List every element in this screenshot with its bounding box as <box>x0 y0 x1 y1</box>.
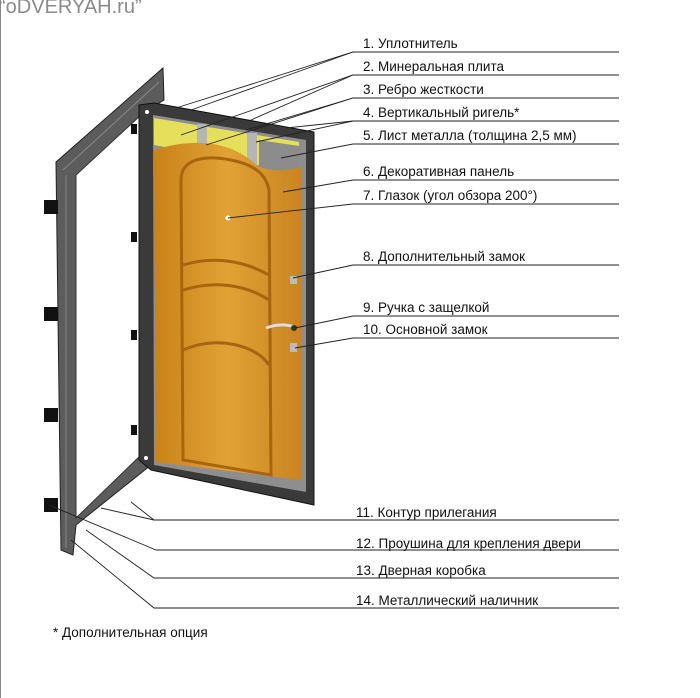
label-peephole: 7. Глазок (угол обзора 200°) <box>363 188 538 203</box>
label-stiffener: 3. Ребро жесткости <box>363 82 484 97</box>
leader-lines <box>48 51 619 609</box>
label-metal-sheet: 5. Лист металла (толщина 2,5 мм) <box>363 128 577 143</box>
label-contact-contour: 11. Контур прилегания <box>356 505 497 520</box>
main-lock <box>290 343 297 352</box>
label-seal: 1. Уплотнитель <box>363 36 458 51</box>
watermark: “oDVERYAH.ru” <box>0 0 142 18</box>
label-extra-lock: 8. Дополнительный замок <box>363 249 526 264</box>
frame-lugs <box>44 124 137 512</box>
extra-lock <box>290 276 297 284</box>
door-frame <box>44 66 165 556</box>
label-main-lock: 10. Основной замок <box>363 322 488 337</box>
door-leaf <box>138 102 315 506</box>
label-door-frame: 13. Дверная коробка <box>356 563 486 578</box>
footnote: * Дополнительная опция <box>53 625 208 640</box>
label-metal-trim: 14. Металлический наличник <box>356 593 539 608</box>
label-mineral-plate: 2. Минеральная плита <box>363 59 504 74</box>
label-decorative-panel: 6. Декоративная панель <box>363 164 515 179</box>
label-vertical-bolt: 4. Вертикальный ригель* <box>363 105 520 120</box>
label-mounting-lug: 12. Проушина для крепления двери <box>356 536 581 551</box>
label-handle: 9. Ручка с защелкой <box>363 300 490 315</box>
